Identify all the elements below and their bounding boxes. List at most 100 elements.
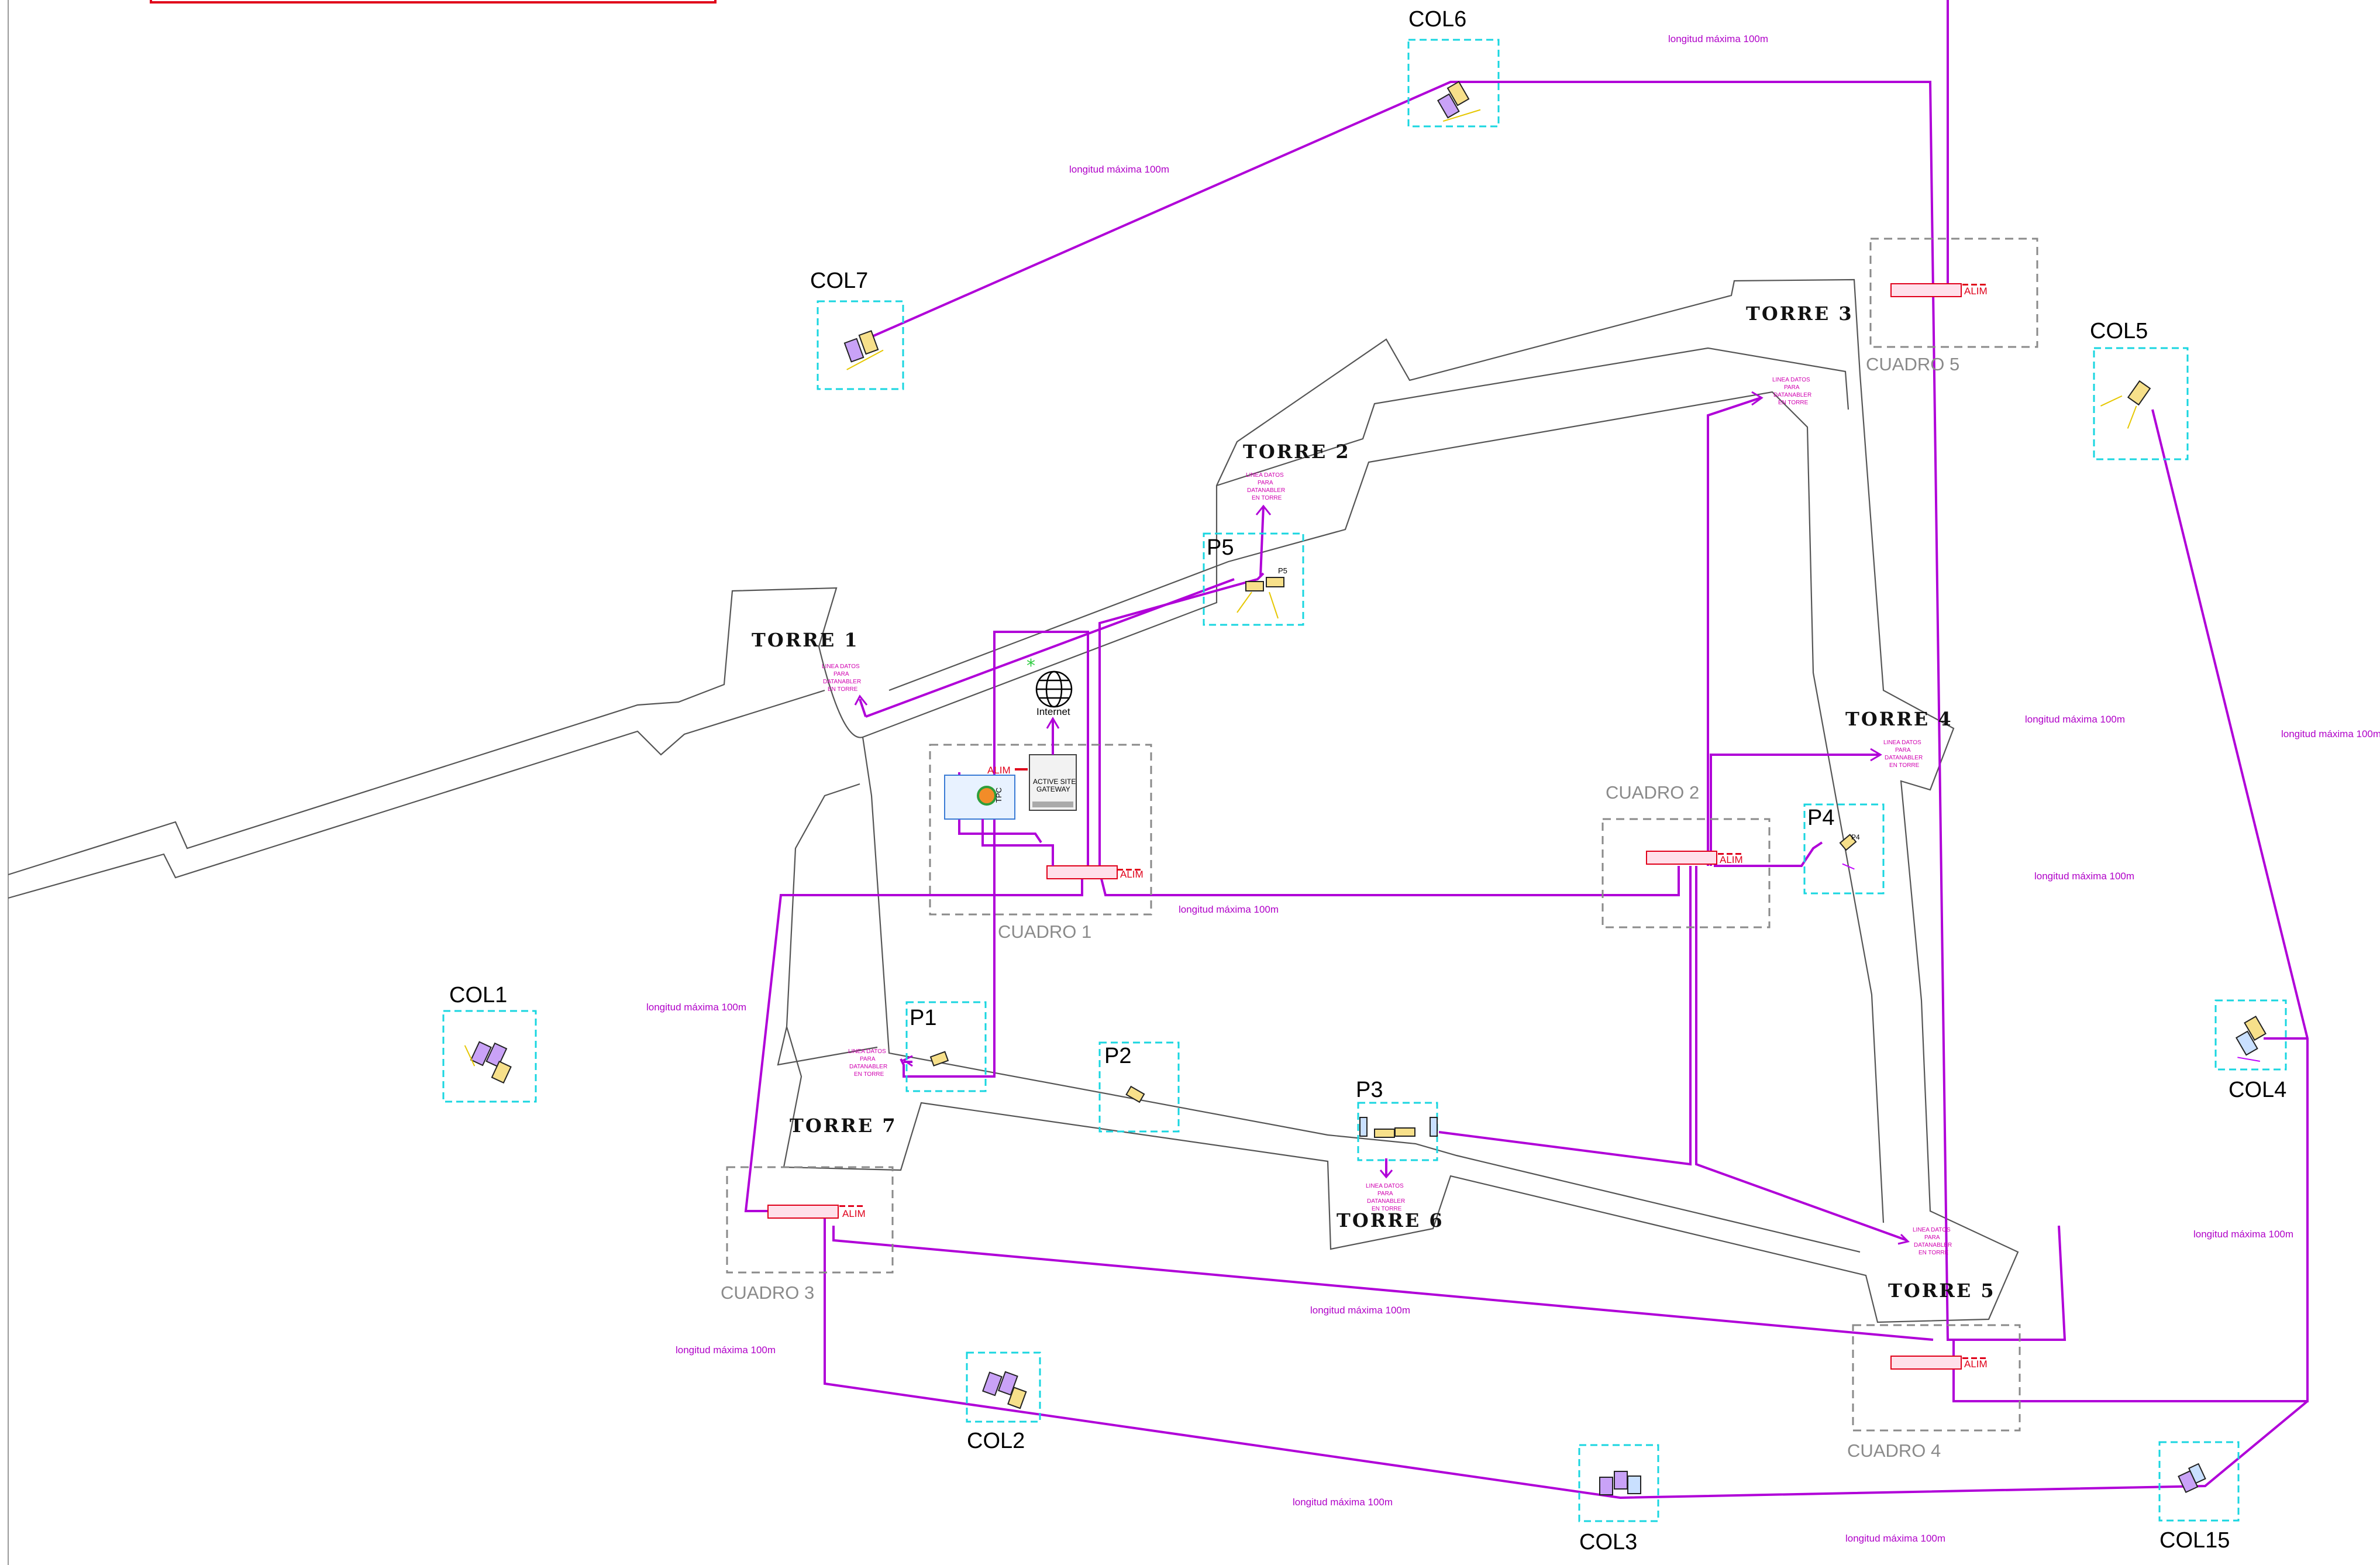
zone-p5 (1203, 532, 1304, 626)
cabinet-label-3: CUADRO 3 (721, 1282, 814, 1303)
svg-text:EN TORRE: EN TORRE (1372, 1206, 1402, 1212)
max-length-note: longitud máxima 100m (2193, 1229, 2293, 1240)
point-label-p3: P3 (1356, 1078, 1383, 1102)
p4-device-tag: P4 (1851, 833, 1860, 841)
column-label-col7: COL7 (810, 269, 868, 293)
switch-cabinet-5 (1890, 283, 1986, 297)
zone-p2 (1098, 1041, 1180, 1133)
max-length-note: longitud máxima 100m (1310, 1305, 1410, 1316)
tower-label-6: TORRE 6 (1337, 1209, 1444, 1232)
point-label-p5: P5 (1207, 535, 1234, 560)
tower-label-4: TORRE 4 (1845, 708, 1953, 730)
zone-col3 (1578, 1444, 1659, 1522)
point-label-p2: P2 (1104, 1044, 1131, 1068)
internet-label: Internet (1036, 706, 1070, 717)
svg-text:DATANABLER: DATANABLER (1885, 755, 1923, 761)
tower-data-note-7: LINEA DATOS PARA DATANABLER EN TORRE (848, 1048, 887, 1078)
zone-col2 (966, 1351, 1041, 1423)
cabinet-4-outline (1852, 1324, 2021, 1432)
column-label-col15: COL15 (2159, 1528, 2230, 1553)
svg-text:PARA: PARA (833, 671, 849, 677)
device-cluster-p3 (1359, 1117, 1438, 1138)
tower-label-5: TORRE 5 (1888, 1279, 1996, 1302)
svg-text:LINEA DATOS: LINEA DATOS (822, 663, 860, 670)
gateway-label-line1: ACTIVE SITE (1033, 778, 1076, 786)
svg-text:DATANABLER: DATANABLER (1773, 392, 1811, 398)
device-cluster-col2 (982, 1371, 1027, 1409)
svg-text:LINEA DATOS: LINEA DATOS (1366, 1183, 1404, 1189)
cabinet-label-5: CUADRO 5 (1866, 354, 1959, 374)
power-label: ALIM (1720, 854, 1743, 865)
device-cluster-p1 (929, 1051, 949, 1067)
device-icons (464, 81, 2267, 1495)
power-label: ALIM (842, 1208, 866, 1219)
device-cluster-col15 (2178, 1463, 2206, 1494)
tpc-label: TPC (994, 787, 1003, 803)
svg-text:EN TORRE: EN TORRE (1778, 400, 1809, 406)
max-length-note: longitud máxima 100m (2281, 728, 2380, 739)
zone-col4 (2214, 999, 2287, 1071)
zone-col15 (2158, 1441, 2240, 1522)
tower-label-2: TORRE 2 (1243, 441, 1351, 463)
svg-text:EN TORRE: EN TORRE (1919, 1250, 1949, 1256)
svg-text:DATANABLER: DATANABLER (849, 1064, 887, 1070)
switch-cabinet-2 (1646, 851, 1741, 865)
gateway-label-line2: GATEWAY (1036, 785, 1070, 793)
svg-text:LINEA DATOS: LINEA DATOS (1913, 1227, 1951, 1233)
max-length-notes: longitud máxima 100m longitud máxima 100… (646, 33, 2380, 1544)
point-label-p4: P4 (1807, 806, 1834, 830)
device-cluster-col3 (1599, 1471, 1641, 1495)
device-zones (442, 39, 2287, 1522)
column-label-col2: COL2 (967, 1429, 1025, 1453)
cabinet-label-1: CUADRO 1 (998, 921, 1091, 942)
column-label-col3: COL3 (1579, 1530, 1637, 1554)
max-length-note: longitud máxima 100m (1179, 904, 1279, 915)
switch-cabinet-1 (1046, 865, 1141, 879)
cabinet-1-outline (929, 744, 1152, 916)
zone-p4 (1803, 803, 1885, 895)
max-length-note: longitud máxima 100m (1668, 33, 1768, 44)
svg-text:LINEA DATOS: LINEA DATOS (1246, 472, 1284, 479)
max-length-note: longitud máxima 100m (1293, 1497, 1393, 1508)
device-cluster-col7 (843, 330, 884, 370)
svg-text:LINEA DATOS: LINEA DATOS (848, 1048, 886, 1055)
svg-text:DATANABLER: DATANABLER (1247, 487, 1285, 494)
zone-col6 (1407, 39, 1500, 128)
point-label-p1: P1 (910, 1006, 936, 1030)
svg-text:PARA: PARA (1377, 1191, 1393, 1197)
green-asterisk-icon: * (1027, 656, 1035, 676)
column-label-col5: COL5 (2090, 319, 2148, 343)
power-labels: ALIM ALIM ALIM ALIM ALIM ALIM (842, 286, 1988, 1370)
power-label: ALIM (1964, 286, 1988, 297)
svg-text:EN TORRE: EN TORRE (828, 686, 858, 693)
svg-text:PARA: PARA (1784, 384, 1800, 391)
p5-device-tag: P5 (1278, 566, 1287, 575)
tower-labels: TORRE 1 TORRE 2 TORRE 3 TORRE 4 TORRE 5 … (752, 302, 1996, 1302)
cabinet-3-outline (726, 1166, 894, 1274)
column-label-col6: COL6 (1408, 7, 1466, 32)
svg-text:PARA: PARA (860, 1056, 876, 1062)
tower-label-1: TORRE 1 (752, 629, 859, 651)
tower-data-note-6: LINEA DATOS PARA DATANABLER EN TORRE (1366, 1183, 1405, 1212)
device-cluster-col6 (1437, 81, 1481, 122)
power-label: ALIM (987, 765, 1011, 776)
max-length-note: longitud máxima 100m (1069, 164, 1169, 175)
tpc-to-switch-link (981, 819, 1054, 866)
cabinet-2-outline (1601, 818, 1771, 928)
power-label: ALIM (1120, 869, 1143, 880)
max-length-note: longitud máxima 100m (676, 1344, 776, 1356)
svg-text:LINEA DATOS: LINEA DATOS (1883, 739, 1921, 746)
svg-text:DATANABLER: DATANABLER (1367, 1198, 1405, 1205)
device-cluster-p4 (1839, 834, 1857, 870)
zone-col7 (817, 300, 904, 390)
svg-text:EN TORRE: EN TORRE (1252, 495, 1282, 501)
device-cluster-col4 (2235, 1015, 2267, 1062)
data-cables (744, 0, 2309, 1499)
max-length-note: longitud máxima 100m (1845, 1533, 1945, 1544)
switch-cabinet-3 (767, 1205, 863, 1219)
cabinet-labels: CUADRO 1 CUADRO 2 CUADRO 3 CUADRO 4 CUAD… (721, 354, 1959, 1461)
zone-p1 (905, 1001, 987, 1092)
switch-cabinet-4 (1890, 1356, 1986, 1370)
cabinet-label-4: CUADRO 4 (1847, 1440, 1941, 1461)
